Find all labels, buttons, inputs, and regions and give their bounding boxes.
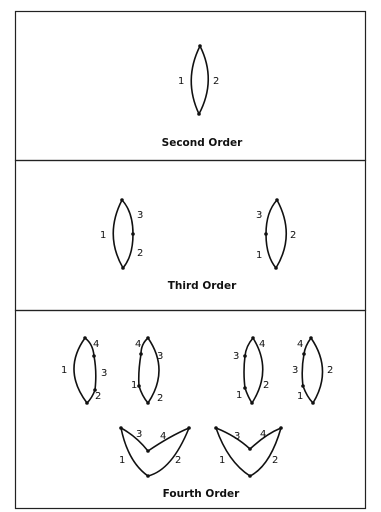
edge-label: 4 <box>297 339 303 350</box>
edge-label: 3 <box>136 429 142 440</box>
edge-label: 1 <box>236 390 242 401</box>
fourth-order-graph-6: 3 4 1 2 <box>214 426 283 478</box>
edge-label: 2 <box>175 455 181 466</box>
edge-label: 3 <box>256 210 262 221</box>
edge-label: 3 <box>101 368 107 379</box>
edge-label: 2 <box>272 455 278 466</box>
fourth-order-graph-3: 3 4 1 2 <box>233 336 269 405</box>
edge-label: 1 <box>100 230 106 241</box>
third-order-graph-right: 3 2 1 <box>256 198 296 270</box>
edge-label: 3 <box>157 351 163 362</box>
edge-label: 2 <box>213 76 219 87</box>
edge-label: 2 <box>327 365 333 376</box>
edge-label: 4 <box>260 429 266 440</box>
edge-label: 2 <box>290 230 296 241</box>
edge-label: 2 <box>157 393 163 404</box>
edge-label: 2 <box>95 391 101 402</box>
edge-label: 1 <box>131 380 137 391</box>
edge-label: 4 <box>93 339 99 350</box>
fourth-order-graph-1: 1 4 3 2 <box>61 336 107 405</box>
edge-label: 1 <box>297 391 303 402</box>
edge-label: 1 <box>219 455 225 466</box>
edge-label: 1 <box>178 76 184 87</box>
edge-label: 2 <box>137 248 143 259</box>
edge-label: 1 <box>256 250 262 261</box>
caption-second-order: Second Order <box>162 137 244 149</box>
edge-label: 2 <box>263 380 269 391</box>
second-order-graph: 1 2 <box>178 44 219 116</box>
edge-label: 4 <box>259 339 265 350</box>
caption-fourth-order: Fourth Order <box>163 488 241 500</box>
panel-fourth-order <box>14 309 367 510</box>
edge-label: 4 <box>160 431 166 442</box>
edge-label: 3 <box>234 431 240 442</box>
edge-label: 4 <box>135 339 141 350</box>
fourth-order-graph-4: 4 3 2 1 <box>292 336 333 405</box>
third-order-graph-left: 1 3 2 <box>100 198 143 270</box>
fourth-order-graph-2: 4 3 1 2 <box>131 336 163 405</box>
edge-label: 1 <box>61 365 67 376</box>
edge-label: 3 <box>292 365 298 376</box>
edge-label: 3 <box>137 210 143 221</box>
edge-label: 1 <box>119 455 125 466</box>
edge-label: 3 <box>233 351 239 362</box>
caption-third-order: Third Order <box>168 280 237 292</box>
fourth-order-graph-5: 3 4 1 2 <box>119 426 191 478</box>
